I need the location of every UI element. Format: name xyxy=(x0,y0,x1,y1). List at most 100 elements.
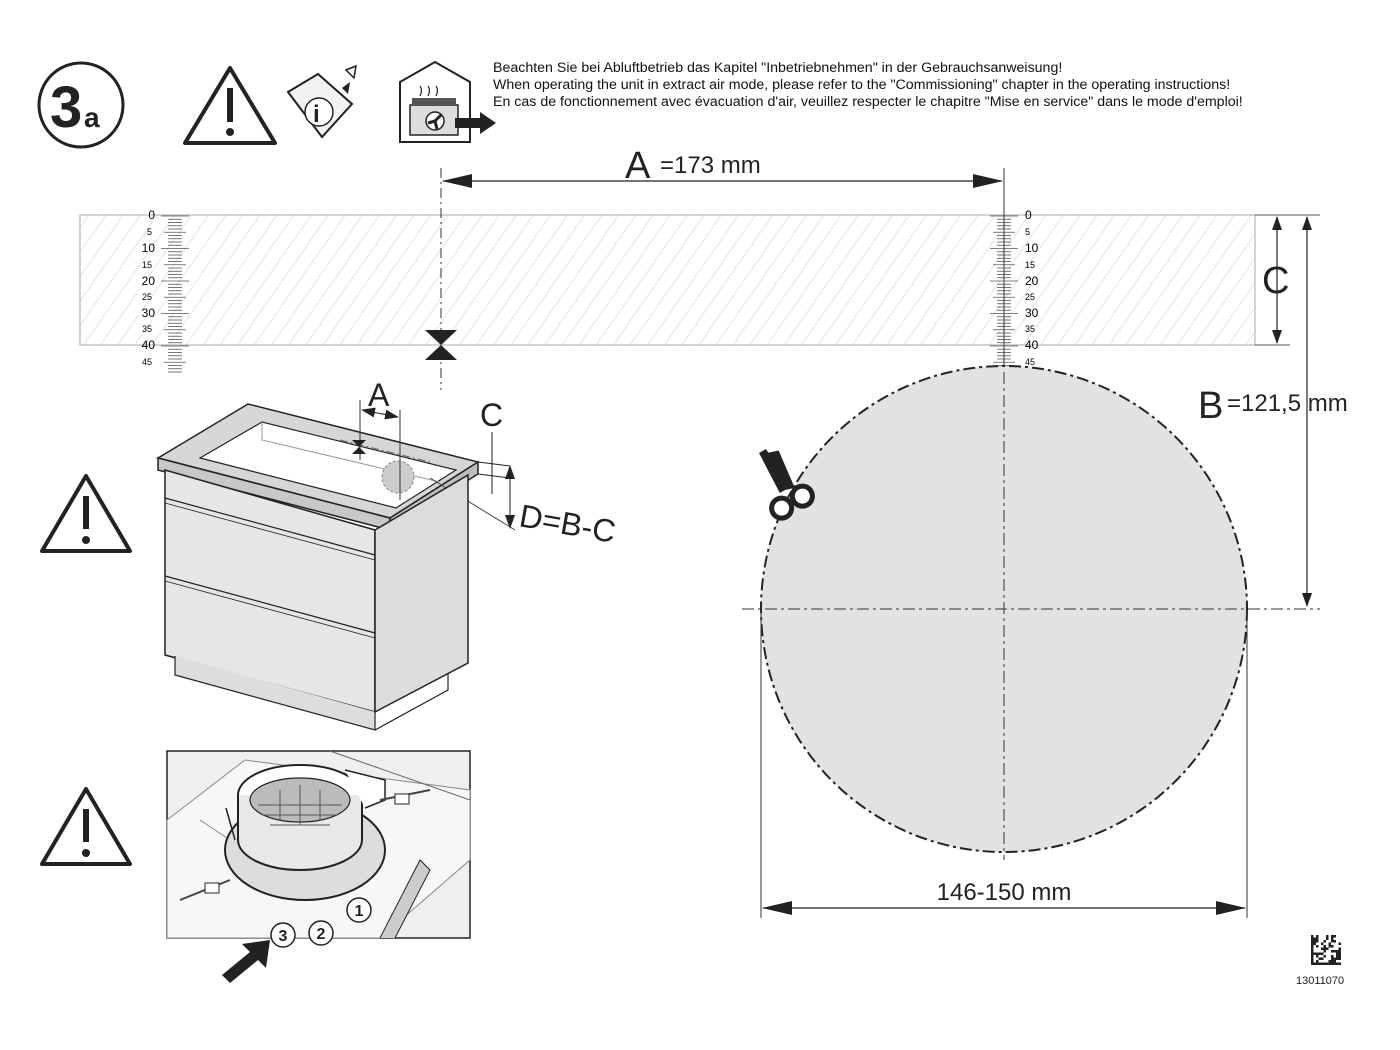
diameter-value: 146-150 mm xyxy=(937,879,1072,906)
qr-module xyxy=(1326,962,1329,965)
callout-1: 1 xyxy=(346,897,372,923)
qr-module xyxy=(1323,945,1326,948)
qr-module xyxy=(1328,962,1331,965)
qr-module xyxy=(1311,947,1314,950)
qr-module xyxy=(1316,952,1319,955)
scale-label: 30 xyxy=(142,306,156,320)
callout-number: 2 xyxy=(317,926,326,943)
qr-module xyxy=(1338,952,1341,955)
qr-module xyxy=(1313,940,1316,943)
qr-module xyxy=(1336,950,1339,953)
qr-module xyxy=(1311,950,1314,953)
qr-code-icon xyxy=(1311,935,1341,965)
qr-module xyxy=(1311,937,1314,940)
qr-module xyxy=(1316,960,1319,963)
cabinet-c-label: C xyxy=(480,397,503,433)
qr-module xyxy=(1321,952,1324,955)
scale-labels-right: 0 5 10 15 20 25 30 35 40 45 xyxy=(1025,208,1039,367)
qr-module xyxy=(1333,960,1336,963)
qr-module xyxy=(1311,940,1314,943)
scale-label: 25 xyxy=(1025,292,1035,302)
qr-module xyxy=(1311,935,1314,938)
qr-module xyxy=(1333,962,1336,965)
qr-module xyxy=(1313,942,1316,945)
callout-number: 3 xyxy=(279,928,288,945)
inset-detail: 1 2 3 xyxy=(166,750,471,948)
dimension-a-label: A xyxy=(625,145,651,187)
qr-module xyxy=(1313,952,1316,955)
template-strip xyxy=(79,214,1320,346)
dimension-b-value: =121,5 mm xyxy=(1227,390,1348,417)
qr-module xyxy=(1311,945,1314,948)
qr-module xyxy=(1313,962,1316,965)
cabinet-illustration: A C D=B-C xyxy=(156,377,618,731)
callout-2: 2 xyxy=(308,920,334,946)
manual-info-icon: i xyxy=(286,64,357,139)
scale-label: 45 xyxy=(142,357,152,367)
step-number: 3 xyxy=(50,75,82,140)
scale-label: 40 xyxy=(1025,338,1039,352)
qr-module xyxy=(1336,952,1339,955)
notice-line-en: When operating the unit in extract air m… xyxy=(493,77,1231,93)
info-letter: i xyxy=(313,101,320,128)
qr-module xyxy=(1331,957,1334,960)
dimension-c-label: C xyxy=(1262,260,1289,302)
extract-air-house-icon xyxy=(399,60,496,143)
qr-module xyxy=(1326,937,1329,940)
scale-label: 15 xyxy=(1025,260,1035,270)
qr-module xyxy=(1318,957,1321,960)
qr-module xyxy=(1331,950,1334,953)
scale-label: 25 xyxy=(142,292,152,302)
qr-module xyxy=(1316,937,1319,940)
qr-module xyxy=(1323,962,1326,965)
qr-module xyxy=(1316,962,1319,965)
qr-module xyxy=(1321,947,1324,950)
scale-label: 20 xyxy=(142,274,156,288)
qr-module xyxy=(1318,952,1321,955)
qr-module xyxy=(1336,962,1339,965)
step-suffix: a xyxy=(84,102,100,133)
notice-line-fr: En cas de fonctionnement avec évacuation… xyxy=(493,94,1243,110)
qr-module xyxy=(1316,935,1319,938)
scale-label: 0 xyxy=(1025,208,1032,222)
qr-module xyxy=(1321,957,1324,960)
callout-number: 1 xyxy=(355,903,364,920)
scale-label: 0 xyxy=(148,208,155,222)
qr-module xyxy=(1323,950,1326,953)
qr-module xyxy=(1318,962,1321,965)
position-marker xyxy=(425,330,457,360)
qr-module xyxy=(1326,947,1329,950)
callout-3: 3 xyxy=(270,922,296,948)
qr-module xyxy=(1323,955,1326,958)
qr-module xyxy=(1328,945,1331,948)
qr-module xyxy=(1323,940,1326,943)
dimension-c: C xyxy=(1262,216,1289,344)
warning-icon xyxy=(40,474,132,553)
qr-module xyxy=(1331,937,1334,940)
qr-module xyxy=(1331,960,1334,963)
qr-module xyxy=(1338,950,1341,953)
qr-module xyxy=(1338,947,1341,950)
dimension-b: B =121,5 mm xyxy=(1198,216,1348,607)
cabinet-a-label: A xyxy=(368,377,390,413)
scale-label: 30 xyxy=(1025,306,1039,320)
qr-module xyxy=(1316,945,1319,948)
qr-module xyxy=(1311,962,1314,965)
qr-module xyxy=(1338,962,1341,965)
scale-label: 20 xyxy=(1025,274,1039,288)
scale-label: 10 xyxy=(142,241,156,255)
qr-module xyxy=(1311,952,1314,955)
scale-label: 15 xyxy=(142,260,152,270)
qr-module xyxy=(1321,942,1324,945)
scale-labels-left: 0 5 10 15 20 25 30 35 40 45 xyxy=(142,208,156,367)
scale-label: 35 xyxy=(142,324,152,334)
notice-line-de: Beachten Sie bei Abluftbetrieb das Kapit… xyxy=(493,60,1063,76)
scale-label: 40 xyxy=(142,338,156,352)
dimension-b-label: B xyxy=(1198,385,1223,427)
dimension-a: A =173 mm xyxy=(440,145,1005,390)
qr-module xyxy=(1311,960,1314,963)
scale-label: 35 xyxy=(1025,324,1035,334)
qr-module xyxy=(1323,947,1326,950)
dimension-diameter: 146-150 mm xyxy=(760,610,1248,918)
